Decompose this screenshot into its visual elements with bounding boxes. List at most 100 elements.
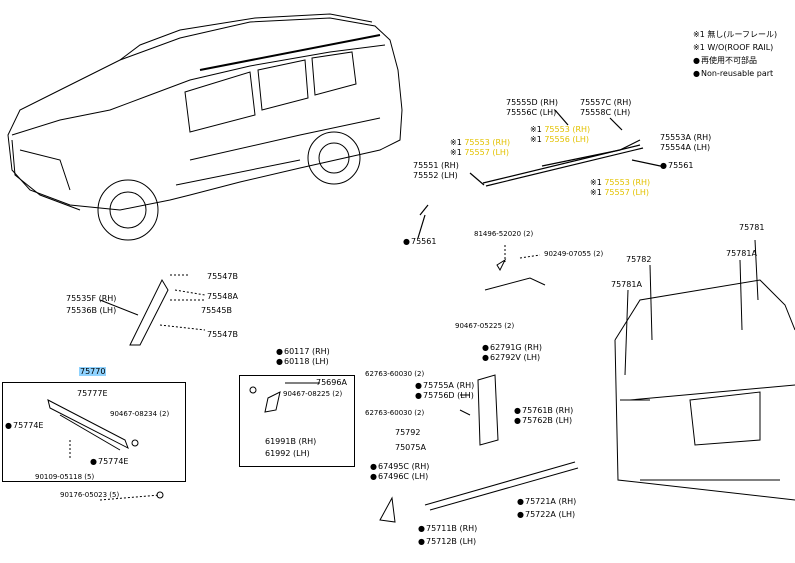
- legend-line-2: ※1 W/O(ROOF RAIL): [693, 43, 774, 52]
- rear-illustration: [614, 239, 795, 501]
- part-90109[interactable]: 90109-05118 (5): [35, 473, 95, 481]
- note-mark-3: ※1 75553 (RH): [530, 125, 590, 134]
- part-75782[interactable]: 75782: [626, 255, 652, 264]
- part-75774e-left-text: 75774E: [12, 421, 44, 430]
- part-67496c[interactable]: 67496C (LH): [370, 472, 428, 481]
- part-75555d[interactable]: 75555D (RH): [506, 98, 558, 107]
- part-75721a-text: 75721A (RH): [524, 497, 577, 506]
- part-75551[interactable]: 75551 (RH): [413, 161, 459, 170]
- part-75756d[interactable]: 75756D (LH): [415, 391, 474, 400]
- part-75547b-bottom[interactable]: 75547B: [207, 330, 238, 339]
- part-75774e-left[interactable]: 75774E: [5, 421, 44, 430]
- part-75712b[interactable]: 75712B (LH): [418, 537, 476, 546]
- mark-2: ※1: [450, 148, 462, 157]
- alt-part-2[interactable]: 75557 (LH): [464, 148, 510, 157]
- part-75774e-right-text: 75774E: [97, 457, 129, 466]
- part-75536b[interactable]: 75536B (LH): [66, 306, 117, 315]
- part-75722a[interactable]: 75722A (LH): [517, 510, 575, 519]
- part-62791g[interactable]: 62791G (RH): [482, 343, 542, 352]
- part-75696a[interactable]: 75696A: [316, 378, 347, 387]
- alt-part-5[interactable]: 75553 (RH): [604, 178, 651, 187]
- part-67496c-text: 67496C (LH): [377, 472, 429, 481]
- part-75558c[interactable]: 75558C (LH): [580, 108, 631, 117]
- mark-4: ※1: [530, 135, 542, 144]
- part-67495c-text: 67495C (RH): [377, 462, 430, 471]
- part-75770-text: 75770: [79, 367, 107, 376]
- mark-6: ※1: [590, 188, 602, 197]
- part-75554a[interactable]: 75554A (LH): [660, 143, 711, 152]
- center-parts-lines: [379, 245, 579, 523]
- legend: ※1 無し(ルーフレール) ※1 W/O(ROOF RAIL) 再使用不可部品 …: [693, 28, 777, 80]
- part-90467-b[interactable]: 90467-08225 (2): [283, 390, 343, 398]
- part-75547b-top[interactable]: 75547B: [207, 272, 238, 281]
- alt-part-1[interactable]: 75553 (RH): [464, 138, 511, 147]
- part-75761b[interactable]: 75761B (RH): [514, 406, 573, 415]
- legend-line-1: ※1 無し(ルーフレール): [693, 30, 778, 39]
- part-75755a[interactable]: 75755A (RH): [415, 381, 474, 390]
- part-61992[interactable]: 61992 (LH): [265, 449, 310, 458]
- mark-1: ※1: [450, 138, 462, 147]
- legend-line-3: 再使用不可部品: [693, 54, 777, 67]
- part-90176[interactable]: 90176-05023 (5): [60, 491, 120, 499]
- mid-box-lines: [249, 382, 320, 413]
- part-75762b[interactable]: 75762B (LH): [514, 416, 572, 425]
- part-60117-text: 60117 (RH): [283, 347, 330, 356]
- part-group-box-left: [2, 382, 186, 482]
- part-75711b-text: 75711B (RH): [425, 524, 478, 533]
- part-60118[interactable]: 60118 (LH): [276, 357, 329, 366]
- note-mark-4: ※1 75556 (LH): [530, 135, 589, 144]
- part-75561-right-text: 75561: [667, 161, 694, 170]
- legend-line-4-text: Non-reusable part: [700, 69, 774, 78]
- part-75561-left[interactable]: 75561: [403, 237, 436, 246]
- part-75535f[interactable]: 75535F (RH): [66, 294, 117, 303]
- part-75556c[interactable]: 75556C (LH): [506, 108, 557, 117]
- part-81496[interactable]: 81496-52020 (2): [474, 230, 534, 238]
- note-mark-1: ※1 75553 (RH): [450, 138, 510, 147]
- part-75770[interactable]: 75770: [79, 367, 107, 376]
- roof-moulding-lines: [417, 109, 666, 239]
- part-75777e[interactable]: 75777E: [77, 389, 108, 398]
- part-75712b-text: 75712B (LH): [425, 537, 477, 546]
- part-75781[interactable]: 75781: [739, 223, 765, 232]
- part-62763-a[interactable]: 62763-60030 (2): [365, 370, 425, 378]
- part-67495c[interactable]: 67495C (RH): [370, 462, 429, 471]
- part-75548a[interactable]: 75548A: [207, 292, 238, 301]
- note-mark-6: ※1 75557 (LH): [590, 188, 649, 197]
- mark-3: ※1: [530, 125, 542, 134]
- box-parts-lines: [47, 399, 164, 501]
- part-75552[interactable]: 75552 (LH): [413, 171, 458, 180]
- part-75075a[interactable]: 75075A: [395, 443, 426, 452]
- part-62763-b[interactable]: 62763-60030 (2): [365, 409, 425, 417]
- part-75561-left-text: 75561: [410, 237, 437, 246]
- part-75792[interactable]: 75792: [395, 428, 421, 437]
- note-mark-2: ※1 75557 (LH): [450, 148, 509, 157]
- part-75545b[interactable]: 75545B: [201, 306, 232, 315]
- part-75557c[interactable]: 75557C (RH): [580, 98, 632, 107]
- mark-5: ※1: [590, 178, 602, 187]
- alt-part-3[interactable]: 75553 (RH): [544, 125, 591, 134]
- part-group-box-mid: [239, 375, 355, 467]
- part-60117[interactable]: 60117 (RH): [276, 347, 330, 356]
- part-61991b[interactable]: 61991B (RH): [265, 437, 317, 446]
- part-90467-c[interactable]: 90467-08234 (2): [110, 410, 170, 418]
- alt-part-4[interactable]: 75556 (LH): [544, 135, 590, 144]
- part-75762b-text: 75762B (LH): [521, 416, 573, 425]
- part-75781a-left[interactable]: 75781A: [611, 280, 642, 289]
- legend-line-3-text: 再使用不可部品: [700, 56, 757, 65]
- part-90467-a[interactable]: 90467-05225 (2): [455, 322, 515, 330]
- legend-line-4: Non-reusable part: [693, 67, 777, 80]
- part-62792v[interactable]: 62792V (LH): [482, 353, 540, 362]
- part-75553a[interactable]: 75553A (RH): [660, 133, 712, 142]
- part-75561-right[interactable]: 75561: [660, 161, 693, 170]
- part-75722a-text: 75722A (LH): [524, 510, 576, 519]
- part-75755a-text: 75755A (RH): [422, 381, 475, 390]
- part-75774e-right[interactable]: 75774E: [90, 457, 129, 466]
- alt-part-6[interactable]: 75557 (LH): [604, 188, 650, 197]
- part-75711b[interactable]: 75711B (RH): [418, 524, 477, 533]
- note-mark-5: ※1 75553 (RH): [590, 178, 650, 187]
- part-90249[interactable]: 90249-07055 (2): [544, 250, 604, 258]
- part-75781a-right[interactable]: 75781A: [726, 249, 757, 258]
- part-75721a[interactable]: 75721A (RH): [517, 497, 576, 506]
